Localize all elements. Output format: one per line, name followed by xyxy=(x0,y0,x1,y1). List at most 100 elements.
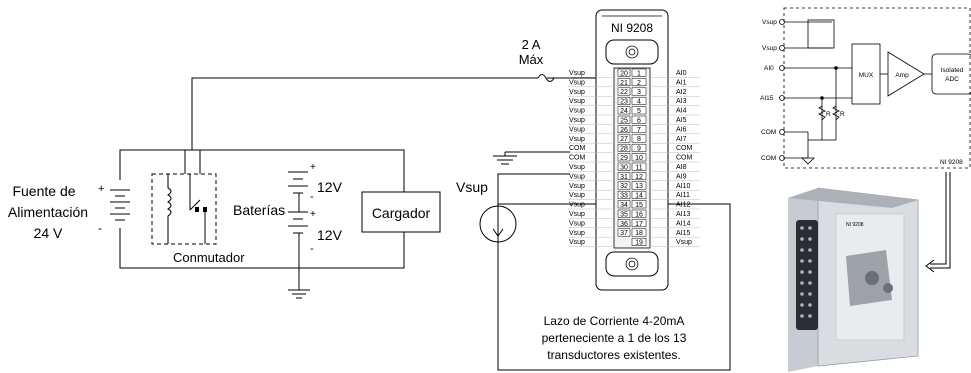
power-supply-label-2: Alimentación xyxy=(8,204,88,220)
photo-brand: NI 9208 xyxy=(846,222,864,228)
photo-connector-pin xyxy=(800,303,804,307)
pin-left-box xyxy=(617,162,631,171)
loop-note-line-3: transductores existentes. xyxy=(547,348,680,362)
pin-right-label: AI0 xyxy=(676,70,687,77)
photo-connector-pin xyxy=(800,314,804,318)
pin-right-label: AI13 xyxy=(676,211,691,218)
schematic-r-2: R xyxy=(840,111,845,118)
schematic-mux: MUX xyxy=(859,72,874,79)
photo-connector-pin xyxy=(800,270,804,274)
pin-left-label: Vsup xyxy=(569,70,585,77)
pin-left-box xyxy=(617,228,631,237)
pin-left-label: Vsup xyxy=(569,108,585,115)
pin-right-box xyxy=(631,219,647,228)
photo-connector-pin xyxy=(808,248,812,252)
pin-left-label: Vsup xyxy=(569,192,585,199)
battery-minus-1: - xyxy=(310,191,314,203)
pin-right-number: 14 xyxy=(635,193,643,200)
pin-right-label: AI12 xyxy=(676,202,691,209)
pin-right-label: COM xyxy=(676,155,693,162)
pin-left-box xyxy=(617,143,631,152)
battery-minus-2: - xyxy=(310,243,314,255)
pin-right-box xyxy=(631,106,647,115)
switch-label: Conmutador xyxy=(173,250,245,265)
pin-right-label: AI11 xyxy=(676,192,690,199)
pin-right-number: 12 xyxy=(635,174,643,181)
power-supply-symbol xyxy=(110,180,130,228)
pin-left-number: 26 xyxy=(620,127,628,134)
pin-right-box xyxy=(631,96,647,105)
pin-right-box xyxy=(631,237,647,246)
pin-left-number: 21 xyxy=(620,80,628,87)
pin-right-box xyxy=(631,200,647,209)
power-supply-minus: - xyxy=(98,221,102,235)
pin-left-label: Vsup xyxy=(569,98,585,105)
pin-right-box xyxy=(631,78,647,87)
photo-connector-pin xyxy=(800,292,804,296)
vsup-source-label: Vsup xyxy=(456,179,488,195)
pin-left-number: 25 xyxy=(620,117,628,124)
pin-right-number: 5 xyxy=(637,108,641,115)
charger-box xyxy=(361,191,441,233)
photo-connector-pin xyxy=(800,281,804,285)
photo-connector-pin xyxy=(808,292,812,296)
power-supply-label-1: Fuente de xyxy=(12,183,75,199)
pin-right-number: 7 xyxy=(637,127,641,134)
photo-connector-pin xyxy=(808,270,812,274)
battery-plus-2: + xyxy=(310,209,316,220)
photo-connector-pin xyxy=(808,281,812,285)
schematic-module-name: NI 9208 xyxy=(940,159,963,166)
pin-left-label: Vsup xyxy=(569,173,585,180)
pin-right-number: 3 xyxy=(637,89,641,96)
batteries-label: Baterías xyxy=(233,202,285,218)
pin-right-label: AI14 xyxy=(676,220,691,227)
pin-right-number: 2 xyxy=(637,80,641,87)
pin-right-label: AI6 xyxy=(676,126,687,133)
pin-left-label: Vsup xyxy=(569,239,585,246)
pin-left-label: Vsup xyxy=(569,202,585,209)
pin-left-number: 27 xyxy=(620,136,628,143)
pin-right-label: AI5 xyxy=(676,117,687,124)
schematic-ai0: AI0 xyxy=(764,65,774,72)
charger-label: Cargador xyxy=(372,205,431,221)
pin-left-box xyxy=(617,209,631,218)
pin-left-label: Vsup xyxy=(569,230,585,237)
pin-left-box xyxy=(617,172,631,181)
pin-right-number: 6 xyxy=(637,117,641,124)
pin-left-label: Vsup xyxy=(569,220,585,227)
pin-right-label: AI3 xyxy=(676,98,687,105)
schematic-vsup-2: Vsup xyxy=(762,45,777,52)
pin-left-box xyxy=(617,68,631,77)
pin-left-label: Vsup xyxy=(569,136,585,143)
battery-plus-1: + xyxy=(310,162,316,173)
pin-right-label: AI15 xyxy=(676,230,691,237)
pin-left-number: 28 xyxy=(620,146,628,153)
power-circuit: + - Fuente de Alimentación 24 V Conmutad… xyxy=(8,77,572,299)
pin-right-label: AI1 xyxy=(676,79,687,86)
loop-note-line-1: Lazo de Corriente 4-20mA xyxy=(544,314,685,328)
pin-left-label: Vsup xyxy=(569,89,585,96)
pin-left-box xyxy=(617,115,631,124)
fuse-label-2: Máx xyxy=(519,52,544,67)
pin-left-box xyxy=(617,219,631,228)
photo-connector-pin xyxy=(800,237,804,241)
pin-right-box xyxy=(631,125,647,134)
pin-right-box xyxy=(631,68,647,77)
pin-left-number: 36 xyxy=(620,221,628,228)
pin-left-label: Vsup xyxy=(569,183,585,190)
pin-left-number: 33 xyxy=(620,193,628,200)
pin-right-number: 19 xyxy=(635,240,643,247)
pin-right-box xyxy=(631,190,647,199)
schematic-com-1: COM xyxy=(761,129,776,136)
photo-connector-pin xyxy=(800,259,804,263)
pin-right-box xyxy=(631,143,647,152)
schematic-r-1: R xyxy=(826,111,831,118)
ground-com xyxy=(493,151,570,165)
module-title: NI 9208 xyxy=(611,21,653,35)
pin-left-label: Vsup xyxy=(569,126,585,133)
pin-right-box xyxy=(631,228,647,237)
pin-left-box xyxy=(617,78,631,87)
pin-right-box xyxy=(631,162,647,171)
